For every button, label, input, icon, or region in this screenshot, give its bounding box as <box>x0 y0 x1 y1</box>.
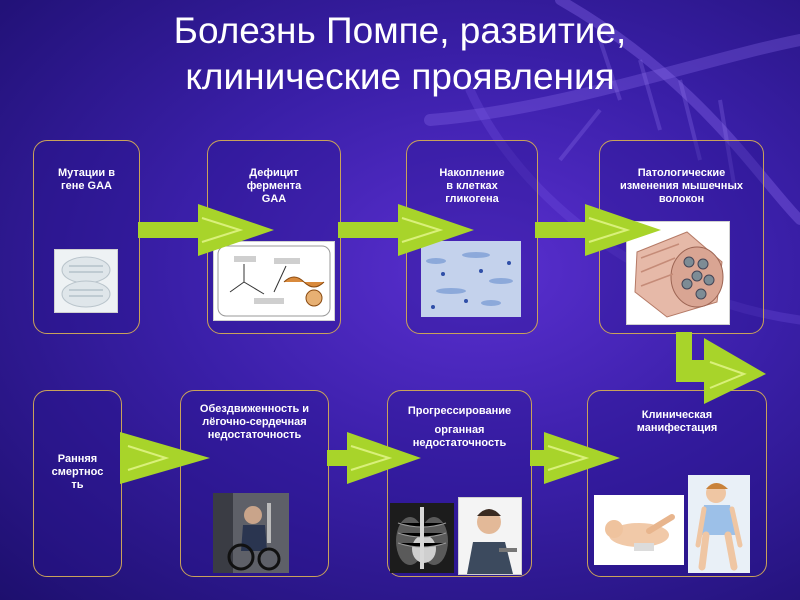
label-line: изменения мышечных <box>620 180 743 192</box>
wheelchair-patient-image <box>213 493 289 573</box>
page-title: Болезнь Помпе, развитие, клинические про… <box>0 8 800 100</box>
box-manifestation-label: Клиническая манифестация <box>588 409 766 435</box>
label-line: недостаточность <box>412 437 507 449</box>
label-line: волокон <box>658 193 705 205</box>
box-deficit-label: Дефицит фермента GAA <box>208 167 340 206</box>
label-line: Мутации в <box>57 167 116 179</box>
arrow-right-3 <box>535 204 661 256</box>
box-manifestation: Клиническая манифестация <box>587 390 767 577</box>
label-line: Обездвиженность и <box>199 403 310 415</box>
arrow-bottom-2 <box>327 432 421 484</box>
label-line: Прогрессирование <box>407 405 512 417</box>
label-line: органная <box>434 424 485 436</box>
label-line: Накопление <box>439 167 505 179</box>
label-line: ть <box>71 479 84 491</box>
label-line: гликогена <box>445 193 499 205</box>
label-line: Патологические <box>637 167 726 179</box>
label-line: Дефицит <box>249 167 299 179</box>
pathway-diagram-image <box>213 241 335 321</box>
label-line: смертнос <box>51 466 104 478</box>
label-line: манифестация <box>636 422 718 434</box>
histology-image <box>421 241 521 317</box>
label-line: лёгочно-сердечная <box>202 416 307 428</box>
box-mutations-label: Мутации в гене GAA <box>34 167 139 193</box>
box-pathology-label: Патологические изменения мышечных волоко… <box>600 167 763 206</box>
label-line: недостаточность <box>207 429 302 441</box>
box-death: Ранняя смертнос ть <box>33 390 122 577</box>
label-line: GAA <box>261 193 287 205</box>
label-line: фермента <box>246 180 302 192</box>
label-line: в клетках <box>446 180 498 192</box>
child-image <box>688 475 750 573</box>
title-line-2: клинические проявления <box>185 56 615 97</box>
box-immobility-label: Обездвиженность и лёгочно-сердечная недо… <box>181 403 328 442</box>
box-progression: Прогрессирование органная недостаточност… <box>387 390 532 577</box>
infant-image <box>594 495 684 565</box>
arrow-right-2 <box>338 204 474 256</box>
arrow-bottom-1 <box>120 432 210 484</box>
box-accumulation-label: Накопление в клетках гликогена <box>407 167 537 206</box>
box-progression-label: Прогрессирование органная недостаточност… <box>388 405 531 450</box>
box-pathology: Патологические изменения мышечных волоко… <box>599 140 764 334</box>
patient-image <box>458 497 522 575</box>
box-mutations: Мутации в гене GAA <box>33 140 140 334</box>
label-line: Клиническая <box>641 409 713 421</box>
label-line: гене GAA <box>61 180 112 192</box>
arrow-right-1 <box>138 204 274 256</box>
arrow-bottom-3 <box>530 432 620 484</box>
label-line: Ранняя <box>57 453 98 465</box>
box-immobility: Обездвиженность и лёгочно-сердечная недо… <box>180 390 329 577</box>
chest-xray-image <box>390 503 454 573</box>
title-line-1: Болезнь Помпе, развитие, <box>173 10 627 51</box>
box-death-label: Ранняя смертнос ть <box>34 453 121 492</box>
arrow-down-right <box>676 332 766 404</box>
gel-image <box>54 249 118 313</box>
muscle-fiber-image <box>626 221 730 325</box>
